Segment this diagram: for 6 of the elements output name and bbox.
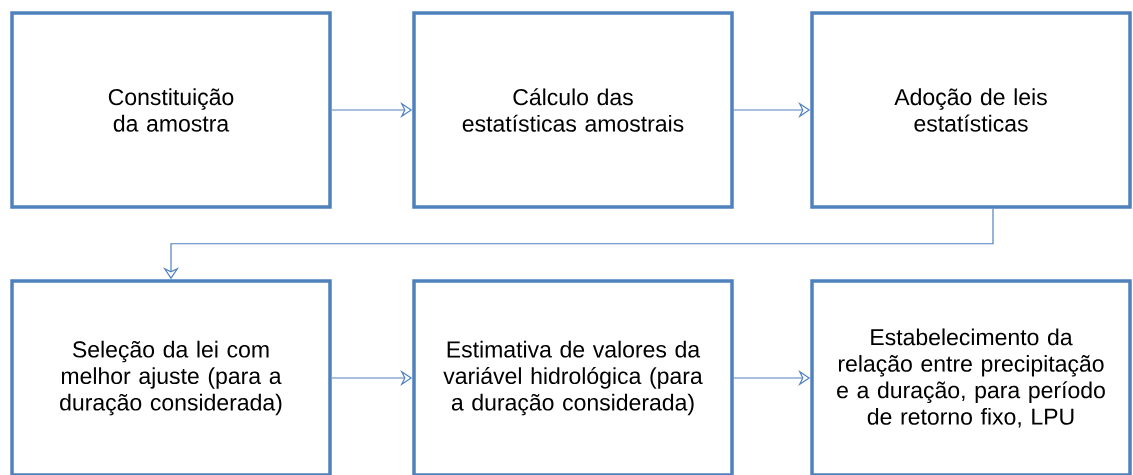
process-box: Adoção de leis estatísticas (810, 11, 1132, 209)
process-box: Estimativa de valores da variável hidrológica (para a duração considerada) (412, 279, 734, 475)
process-box: Constituição da amostra (10, 11, 332, 209)
process-box: Cálculo das estatísticas amostrais (412, 11, 734, 209)
process-box: Estabelecimento da relação entre precipitação e a duração, para período de retorno fixo, LPU (810, 279, 1132, 475)
process-box: Seleção da lei com melhor ajuste (para a duração considerada) (10, 279, 332, 475)
